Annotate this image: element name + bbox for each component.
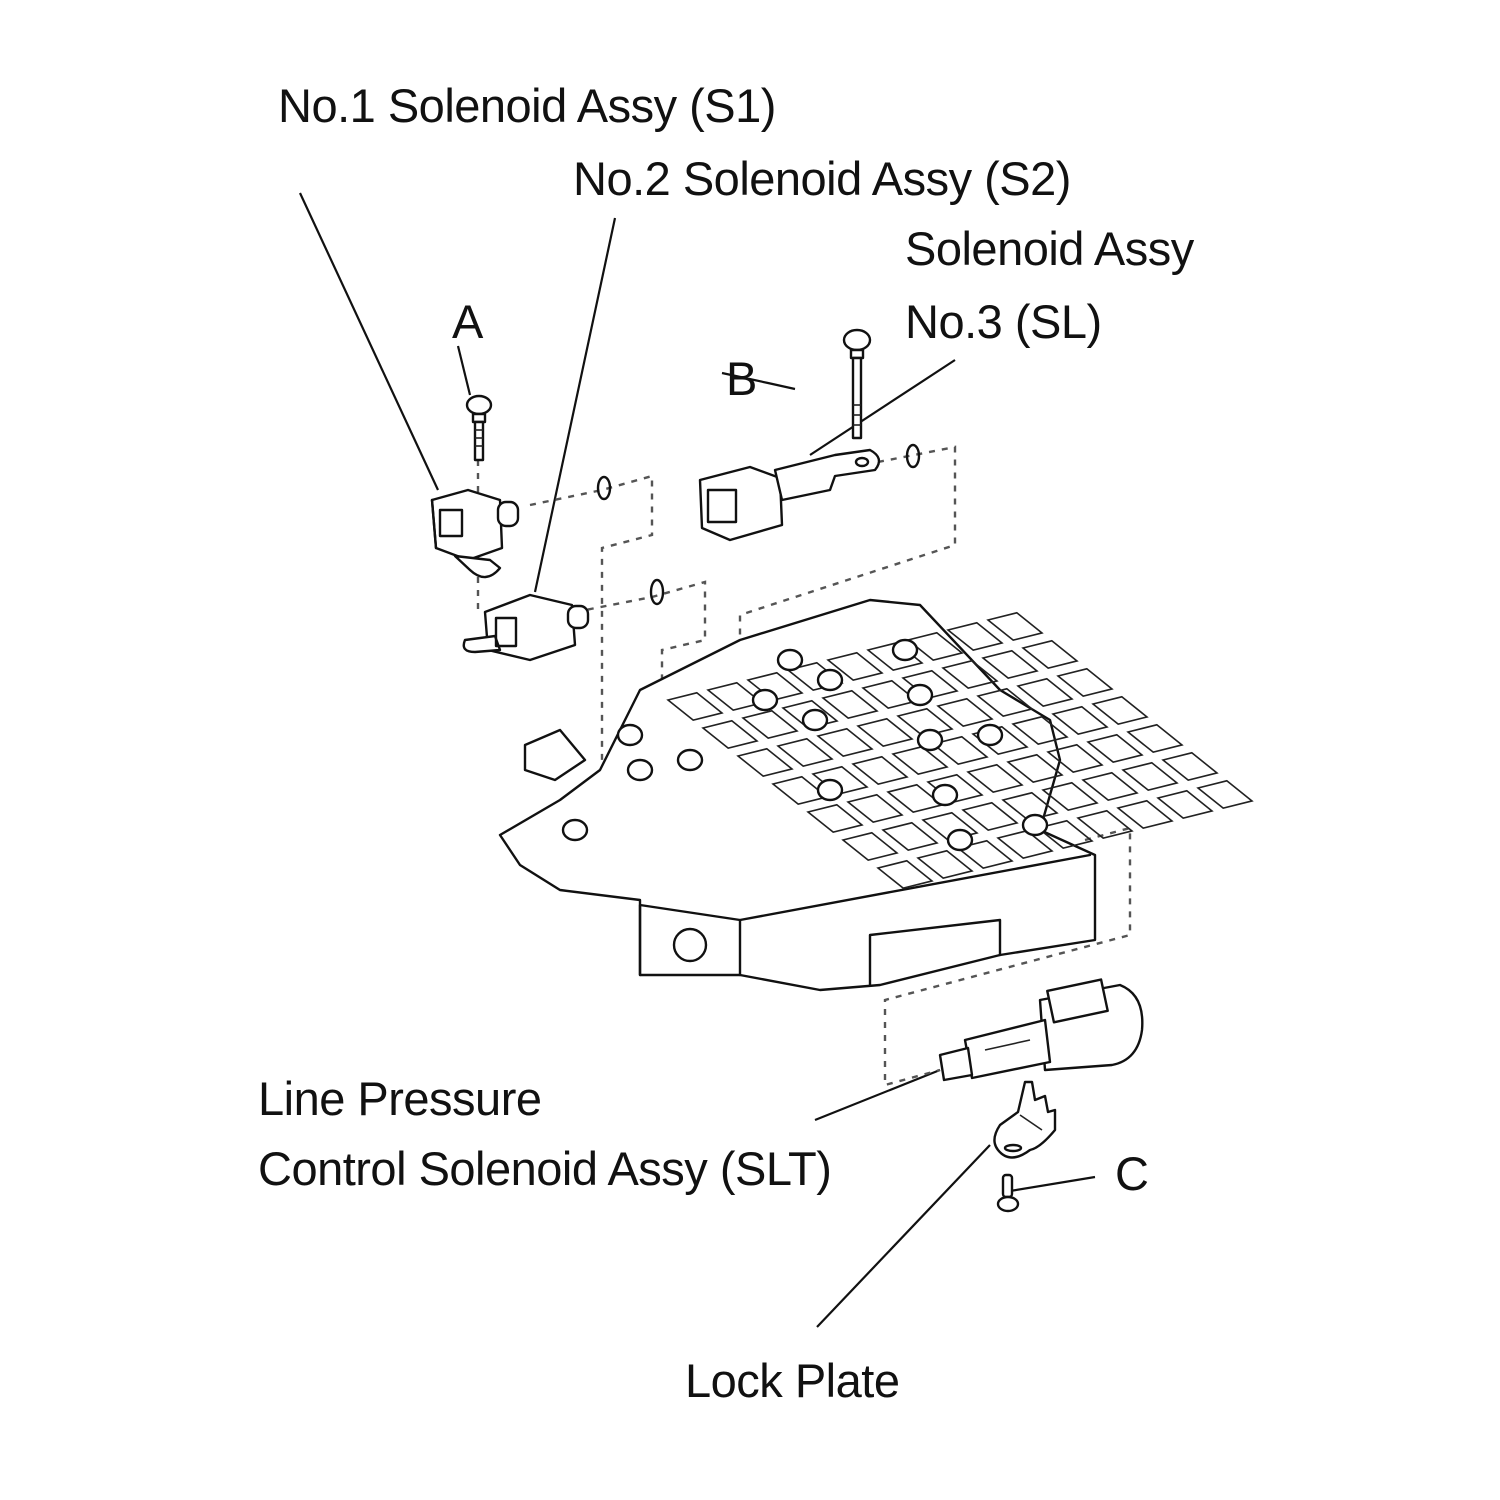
grid-cell xyxy=(781,699,839,730)
solenoid-s1-icon xyxy=(430,475,612,579)
valve-body-bolt xyxy=(751,688,779,712)
label-lock-plate: Lock Plate xyxy=(685,1354,900,1407)
grid-cell xyxy=(806,803,864,834)
grid-cell xyxy=(916,849,974,880)
leader-b xyxy=(721,371,796,391)
grid-cell xyxy=(896,707,954,738)
grid-cell xyxy=(1116,799,1174,830)
grid-cell xyxy=(821,689,879,720)
bolt-c-icon xyxy=(996,1173,1020,1213)
label-sl-line1: Solenoid Assy xyxy=(905,222,1194,275)
valve-body-bolt xyxy=(616,723,644,747)
grid-cell xyxy=(1036,819,1094,850)
grid-cell xyxy=(906,631,964,662)
label-sl-line2: No.3 (SL) xyxy=(905,295,1102,348)
valve-body-bolt xyxy=(931,783,959,807)
grid-cell xyxy=(866,641,924,672)
grid-cell xyxy=(881,821,939,852)
valve-body-bolt xyxy=(776,648,804,672)
valve-body-icon xyxy=(498,598,1254,992)
grid-cell xyxy=(1021,639,1079,670)
valve-body-bolts xyxy=(561,638,1049,852)
grid-cell xyxy=(966,763,1024,794)
lock-plate-icon xyxy=(993,1080,1057,1159)
grid-cell xyxy=(1121,761,1179,792)
solenoid-slt-icon xyxy=(938,978,1144,1082)
grid-cell xyxy=(1006,753,1064,784)
leader-slt xyxy=(814,1068,941,1122)
label-bolt-c: C xyxy=(1115,1147,1149,1200)
leader-a xyxy=(456,345,472,396)
solenoid-s2-icon xyxy=(462,578,665,662)
grid-cell xyxy=(976,687,1034,718)
grid-cell xyxy=(936,697,994,728)
valve-body-bolt xyxy=(906,683,934,707)
grid-cell xyxy=(856,717,914,748)
leader-s1 xyxy=(299,192,439,491)
grid-cell xyxy=(1076,809,1134,840)
grid-cell xyxy=(1001,791,1059,822)
grid-cell xyxy=(841,831,899,862)
label-slt-line2: Control Solenoid Assy (SLT) xyxy=(258,1142,832,1195)
grid-cell xyxy=(981,649,1039,680)
valve-body-bolt xyxy=(976,723,1004,747)
grid-cell xyxy=(996,829,1054,860)
solenoid-sl-icon xyxy=(698,443,921,542)
grid-cell xyxy=(1041,781,1099,812)
grid-cell xyxy=(1051,705,1109,736)
label-slt-line1: Line Pressure xyxy=(258,1072,542,1125)
grid-cell xyxy=(1156,789,1214,820)
grid-cell xyxy=(1126,723,1184,754)
label-s2: No.2 Solenoid Assy (S2) xyxy=(573,152,1071,205)
valve-body-bolt xyxy=(1021,813,1049,837)
grid-cell xyxy=(891,745,949,776)
label-bolt-a: A xyxy=(452,295,483,348)
valve-body-bolt xyxy=(916,728,944,752)
grid-cell xyxy=(846,793,904,824)
label-s1: No.1 Solenoid Assy (S1) xyxy=(278,79,776,132)
label-bolt-b: B xyxy=(726,352,757,405)
grid-cell xyxy=(776,737,834,768)
grid-cell xyxy=(741,709,799,740)
valve-body-bolt xyxy=(676,748,704,772)
grid-cell xyxy=(941,659,999,690)
grid-cell xyxy=(826,651,884,682)
valve-body-bolt xyxy=(816,668,844,692)
grid-cell xyxy=(986,611,1044,642)
valve-body-bolt xyxy=(816,778,844,802)
valve-body-bolt xyxy=(801,708,829,732)
leader-c xyxy=(1009,1175,1096,1193)
leader-s2 xyxy=(533,217,617,593)
grid-cell xyxy=(816,727,874,758)
valve-body-bolt xyxy=(946,828,974,852)
grid-cell xyxy=(946,621,1004,652)
grid-cell xyxy=(1056,667,1114,698)
grid-cell xyxy=(736,747,794,778)
grid-cell xyxy=(666,691,724,722)
leader-lock-plate xyxy=(816,1144,991,1328)
grid-cell xyxy=(1091,695,1149,726)
grid-cell xyxy=(851,755,909,786)
grid-cell xyxy=(876,859,934,890)
valve-body-bolt xyxy=(561,818,589,842)
grid-cell xyxy=(1081,771,1139,802)
bolt-b-icon xyxy=(842,328,872,440)
grid-cell xyxy=(1011,715,1069,746)
alignment-guides xyxy=(476,445,1132,1087)
grid-cell xyxy=(1016,677,1074,708)
valve-body-bolt xyxy=(891,638,919,662)
grid-cell xyxy=(1086,733,1144,764)
grid-cell xyxy=(961,801,1019,832)
grid-cell xyxy=(921,811,979,842)
leader-sl xyxy=(809,359,956,456)
grid-cell xyxy=(1196,779,1254,810)
grid-cell xyxy=(1046,743,1104,774)
grid-cell xyxy=(956,839,1014,870)
valve-body-bolt xyxy=(626,758,654,782)
grid-cell xyxy=(701,719,759,750)
grid-cell xyxy=(931,735,989,766)
grid-cell xyxy=(1161,751,1219,782)
bolt-a-icon xyxy=(465,394,493,462)
